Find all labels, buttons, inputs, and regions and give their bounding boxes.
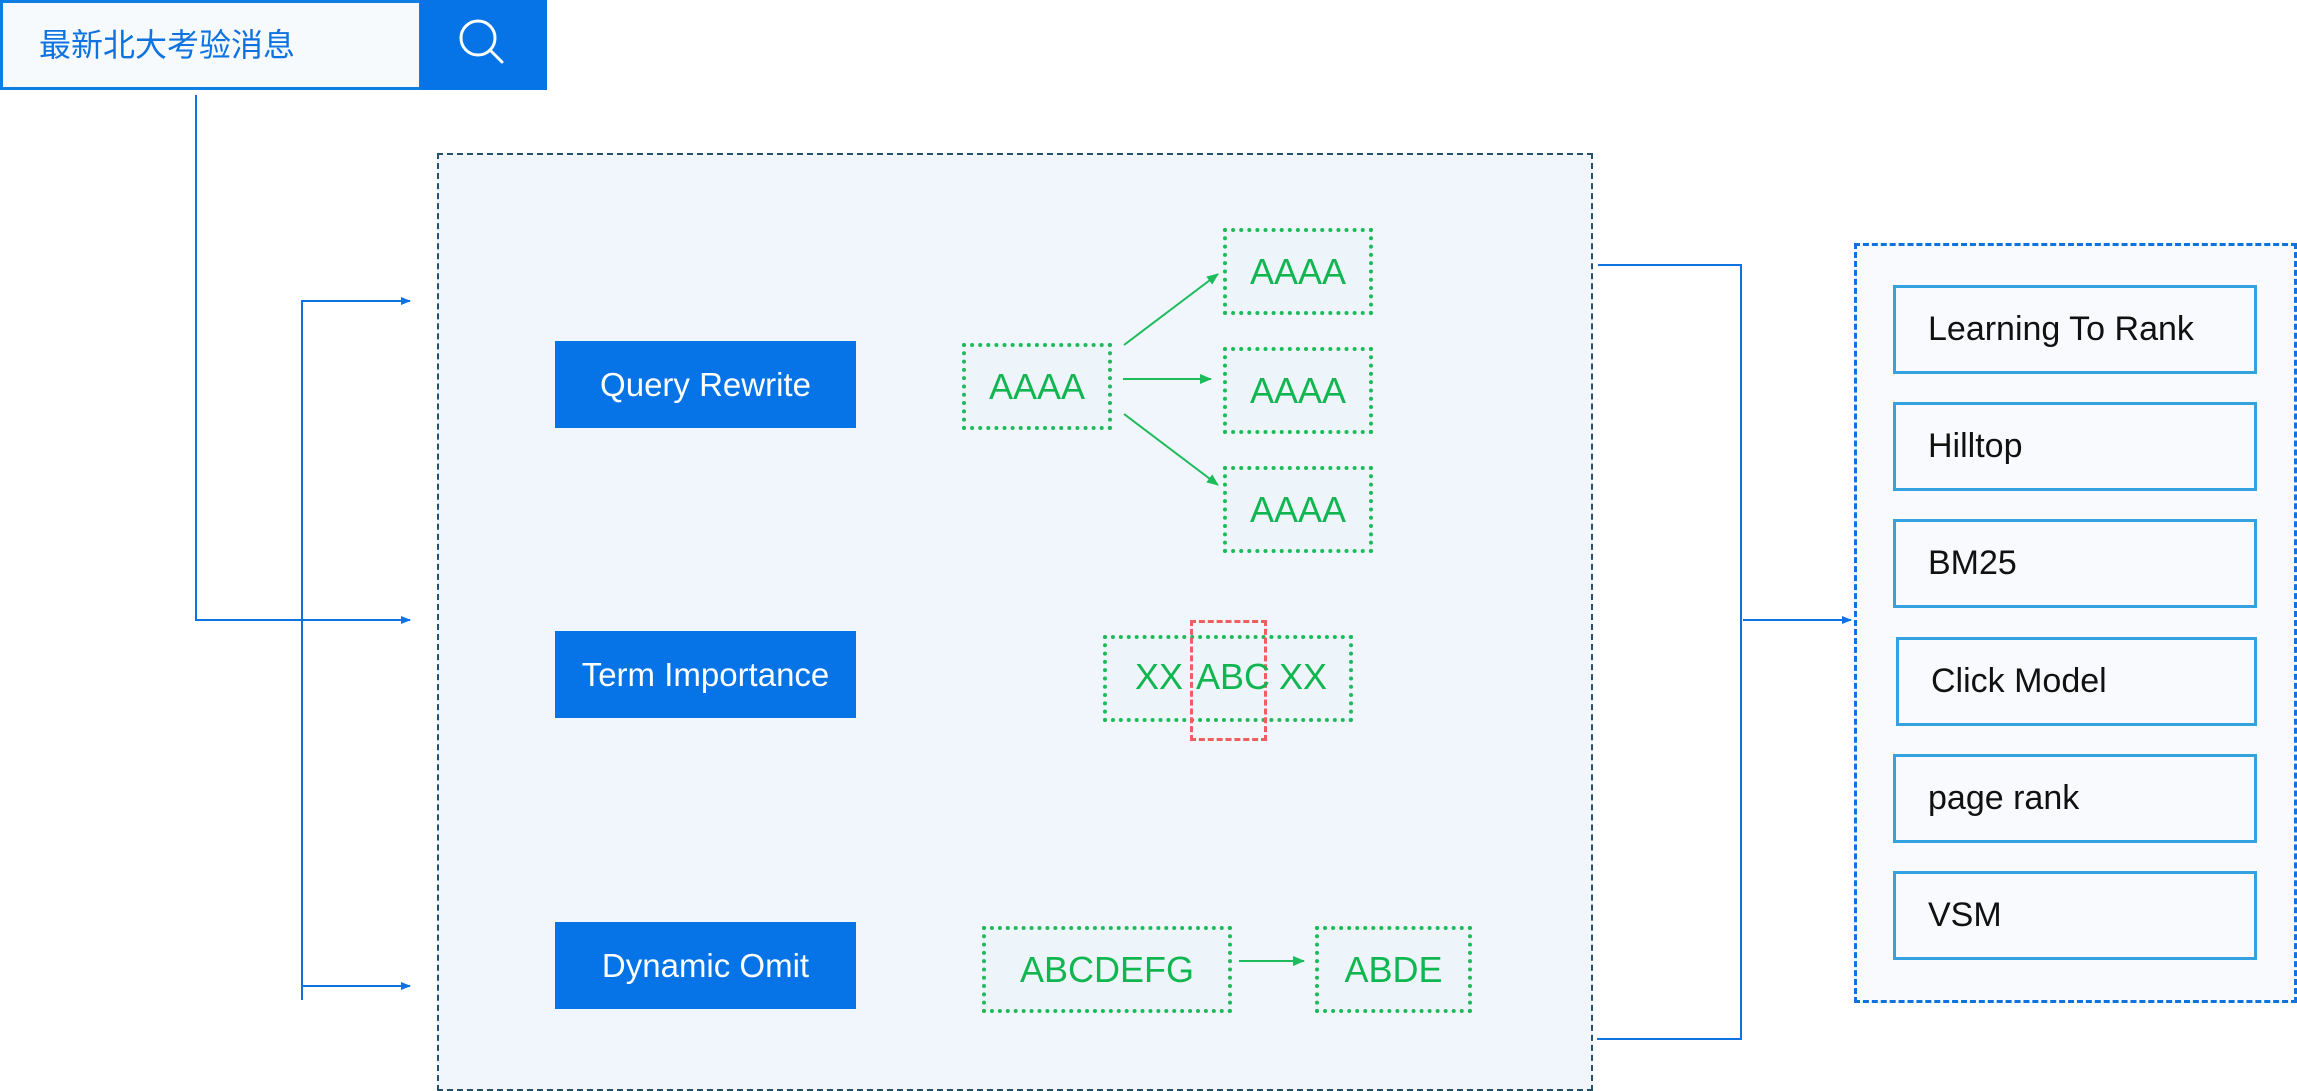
ranking-item-learning-to-rank[interactable]: Learning To Rank	[1893, 285, 2257, 374]
rewrite-target-box: AAAA	[1223, 347, 1373, 434]
term-right: XX	[1279, 656, 1328, 697]
ranking-item-click-model[interactable]: Click Model	[1896, 637, 2257, 726]
rewrite-source-box: AAAA	[962, 343, 1112, 430]
search-input[interactable]: 最新北大考验消息	[0, 0, 422, 90]
rewrite-target-box: AAAA	[1223, 228, 1373, 315]
ranking-item-vsm[interactable]: VSM	[1893, 871, 2257, 960]
term-highlighted: ABC	[1196, 656, 1271, 697]
dynamic-omit-button[interactable]: Dynamic Omit	[555, 922, 856, 1009]
term-left: XX	[1135, 656, 1184, 697]
branch-to-query-rewrite	[301, 297, 411, 1000]
search-icon	[459, 19, 504, 64]
query-rewrite-button[interactable]: Query Rewrite	[555, 341, 856, 428]
ranking-item-page-rank[interactable]: page rank	[1893, 754, 2257, 843]
term-sequence-box	[1103, 635, 1353, 722]
term-importance-button[interactable]: Term Importance	[555, 631, 856, 718]
omit-result-box: ABDE	[1315, 926, 1472, 1013]
output-bracket	[1597, 264, 1742, 1040]
search-button[interactable]	[420, 0, 547, 90]
ranking-item-bm25[interactable]: BM25	[1893, 519, 2257, 608]
rewrite-arrow-up	[1123, 273, 1219, 346]
ranking-item-hilltop[interactable]: Hilltop	[1893, 402, 2257, 491]
omit-source-box: ABCDEFG	[982, 926, 1232, 1013]
important-term-highlight	[1190, 620, 1267, 741]
rewrite-arrow-down	[1123, 413, 1219, 486]
rewrite-target-box: AAAA	[1223, 466, 1373, 553]
search-to-stages-connector	[195, 95, 411, 624]
